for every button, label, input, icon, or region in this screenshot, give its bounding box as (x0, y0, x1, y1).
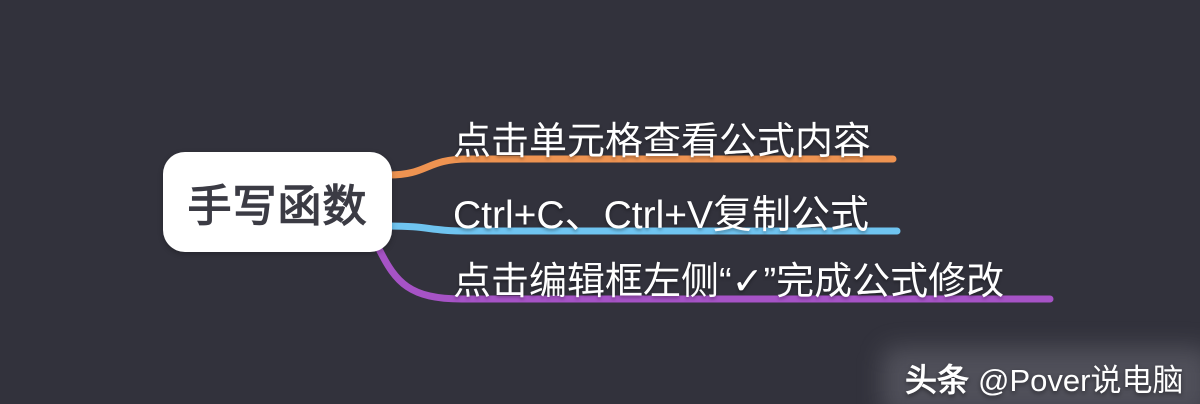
root-topic-label: 手写函数 (187, 182, 368, 231)
watermark-backdrop (882, 347, 1200, 404)
branch-topic-3[interactable]: 点击编辑框左侧“✓”完成公式修改 (453, 261, 1005, 303)
branch-line-1 (385, 155, 897, 179)
watermark-brand-toutiao: 头条 (905, 362, 970, 398)
branch-topic-2[interactable]: Ctrl+C、Ctrl+V复制公式 (453, 194, 870, 237)
watermark: 头条 @Pover说电脑 (905, 355, 1183, 401)
branch-topic-1[interactable]: 点击单元格查看公式内容 (453, 121, 872, 163)
root-topic-node[interactable]: 手写函数 (163, 152, 392, 252)
branch-line-2 (385, 222, 901, 235)
watermark-author-handle: @Pover说电脑 (978, 363, 1184, 398)
branch-line-3 (375, 245, 1054, 303)
